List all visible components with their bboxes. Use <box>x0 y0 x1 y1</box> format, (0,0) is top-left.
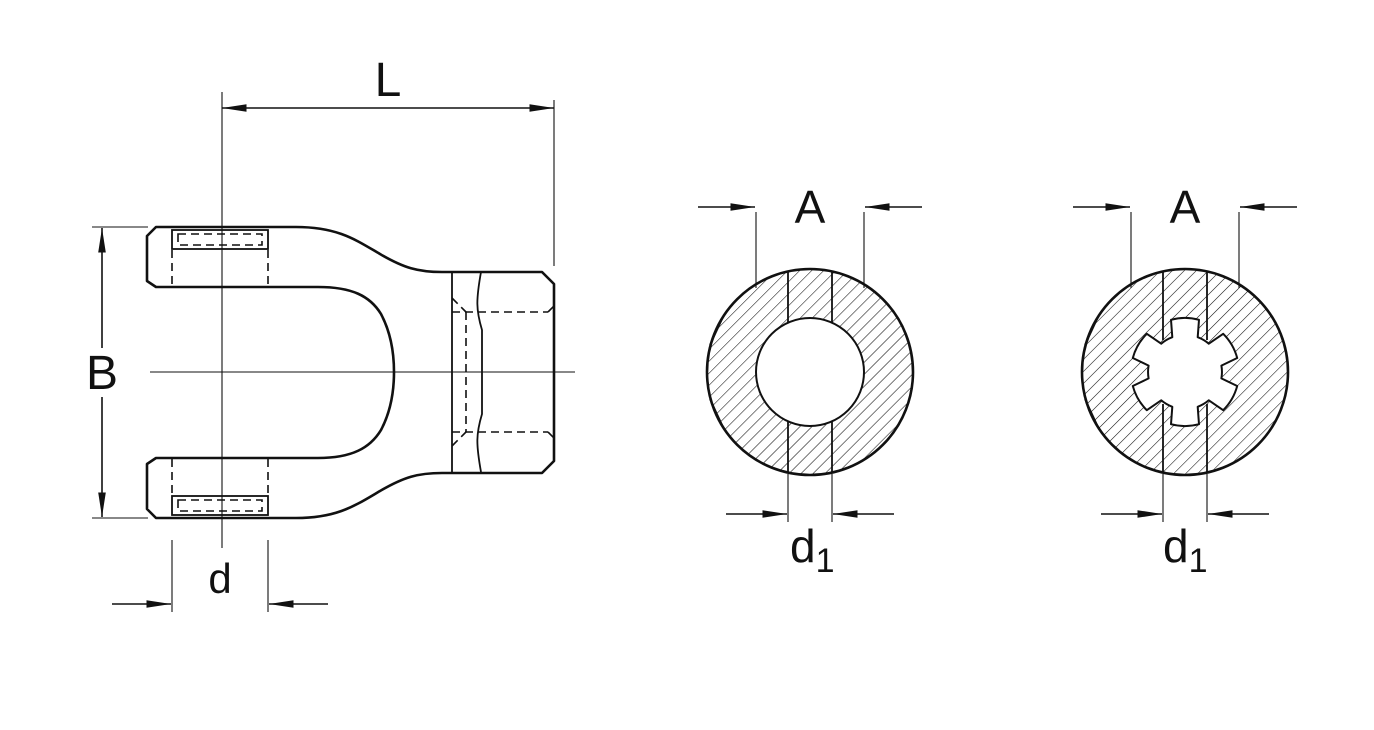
dim-label-d: d <box>208 555 231 602</box>
dim-label-d1-round: d1 <box>790 520 835 580</box>
dimension-L: L <box>222 54 555 266</box>
hub-bore-chamfer-bottom-right <box>547 431 556 440</box>
dimension-A-round: A <box>698 181 922 288</box>
yoke-side-view: L B d <box>86 54 575 612</box>
spline-notch-upper-left <box>1084 316 1099 346</box>
dimension-d: d <box>112 540 328 612</box>
dim-label-d1-splined: d1 <box>1163 520 1208 580</box>
spline-notch-lower-left <box>1084 398 1099 428</box>
hub-bore-chamfer-bottom-left <box>451 431 467 447</box>
top-ear-bearing-seat-hidden <box>177 233 263 246</box>
dim-label-B: B <box>86 347 118 400</box>
dim-label-A-splined: A <box>1170 181 1201 233</box>
yoke-outline <box>145 225 556 520</box>
splined-bore-section-view: A d1 <box>1073 181 1297 580</box>
top-ear-bearing-seat <box>171 229 269 250</box>
dim-label-L: L <box>375 54 402 107</box>
dim-label-A-round: A <box>795 181 826 233</box>
dimension-d1-splined: d1 <box>1101 474 1269 580</box>
dimension-A-splined: A <box>1073 181 1297 288</box>
splined-section-bore <box>1131 317 1239 427</box>
round-notch-upper-left <box>709 316 724 346</box>
bottom-ear-bearing-seat-hidden <box>177 499 263 512</box>
dimension-d1-round: d1 <box>726 474 894 580</box>
round-bore-section-view: A d1 <box>698 181 922 580</box>
hub-bore-chamfer-top-left <box>451 297 467 313</box>
hub-forge-line <box>476 271 483 473</box>
dimension-B: B <box>86 226 148 519</box>
round-section-bore <box>755 317 865 427</box>
round-notch-lower-left <box>709 398 724 428</box>
bottom-ear-bearing-seat <box>171 495 269 516</box>
hub-bore-chamfer-top-right <box>547 304 556 313</box>
